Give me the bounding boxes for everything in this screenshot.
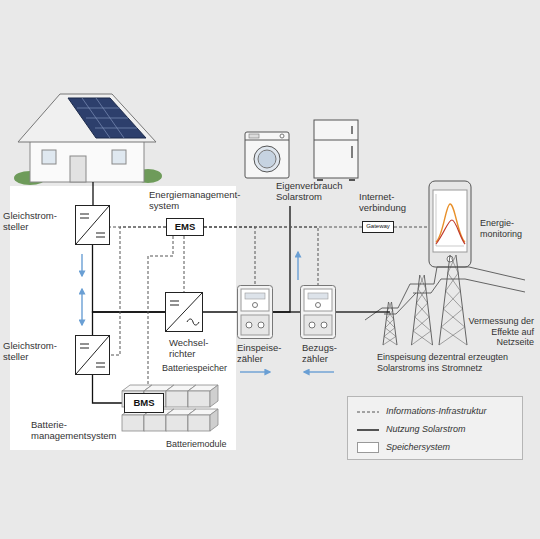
smartphone-node: Energie- monitoring <box>428 180 472 268</box>
legend-swatch <box>357 442 379 453</box>
ems-box: Energiemanagement- systemEMS <box>166 218 204 236</box>
legend-solid-sample <box>355 423 381 437</box>
component-label: Bezugs- zähler <box>302 342 348 364</box>
smartphone-illustration <box>428 180 472 268</box>
component-label: Gleichstrom- steller <box>3 340 67 362</box>
storage-panel <box>10 186 236 450</box>
power-line <box>93 245 166 312</box>
power-line <box>336 311 365 312</box>
meter-node: Bezugs- zähler <box>300 285 336 339</box>
dc-converter-symbol <box>76 336 109 374</box>
meter-node: Einspeise- zähler <box>237 285 273 339</box>
power-grid-node: Einspeisung dezentral erzeugten Solarstr… <box>365 250 525 380</box>
info-line <box>110 227 166 355</box>
battery-storage-node: BatteriespeicherBatteriemoduleBMSBatteri… <box>118 383 218 437</box>
inverter-symbol <box>166 293 202 331</box>
info-line <box>204 227 362 228</box>
component-label: Gleichstrom- steller <box>3 210 67 232</box>
legend-dashed-sample <box>355 405 381 419</box>
device-label: Gateway <box>366 223 390 230</box>
legend-box: Informations-InfrastrukturNutzung Solars… <box>347 396 523 460</box>
power-line <box>93 375 125 403</box>
box-label: BMS <box>133 397 154 408</box>
component-label: Batterie- managementsystem <box>31 419 123 441</box>
annotation-label: Vermessung der Effekte auf Netzseite <box>468 316 534 348</box>
legend-row: Nutzung Solarstrom <box>348 422 522 438</box>
box-label: EMS <box>175 221 196 232</box>
legend-label: Speichersystem <box>386 442 450 452</box>
power-line <box>203 311 237 312</box>
power-line <box>273 206 290 312</box>
component-label: Energiemanagement- system <box>149 189 249 211</box>
component-label: Internet- verbindung <box>359 191 417 213</box>
component-label: Batteriespeicher <box>162 363 242 374</box>
dc-converter-box: Gleichstrom- steller <box>75 205 110 245</box>
meter-symbol <box>300 285 336 339</box>
bms-box: BMSBatterie- managementsystem <box>124 393 164 413</box>
component-label: Einspeisung dezentral erzeugten Solarstr… <box>377 352 527 373</box>
power-line <box>93 312 166 335</box>
legend-label: Informations-Infrastruktur <box>386 406 487 416</box>
dc-converter-box: Gleichstrom- steller <box>75 335 110 375</box>
component-label: Eigenverbrauch Solarstrom <box>276 180 356 202</box>
appliances-node: Eigenverbrauch Solarstrom <box>240 118 364 206</box>
dc-converter-symbol <box>76 206 109 244</box>
component-label: Wechsel- richter <box>169 337 219 359</box>
legend-row: Speichersystem <box>348 440 522 456</box>
component-label: Batteriemodule <box>166 439 236 450</box>
legend-row: Informations-Infrastruktur <box>348 404 522 420</box>
info-line <box>204 227 255 285</box>
component-label: Einspeise- zähler <box>237 342 289 364</box>
house <box>14 94 162 205</box>
legend-label: Nutzung Solarstrom <box>386 424 466 434</box>
info-line <box>184 236 185 292</box>
info-line <box>204 227 318 285</box>
info-line <box>394 227 428 228</box>
component-label: Energie- monitoring <box>480 218 534 239</box>
gateway-box: Internet- verbindungGateway <box>362 221 394 233</box>
meter-symbol <box>237 285 273 339</box>
inverter-box: Wechsel- richter <box>165 292 203 332</box>
